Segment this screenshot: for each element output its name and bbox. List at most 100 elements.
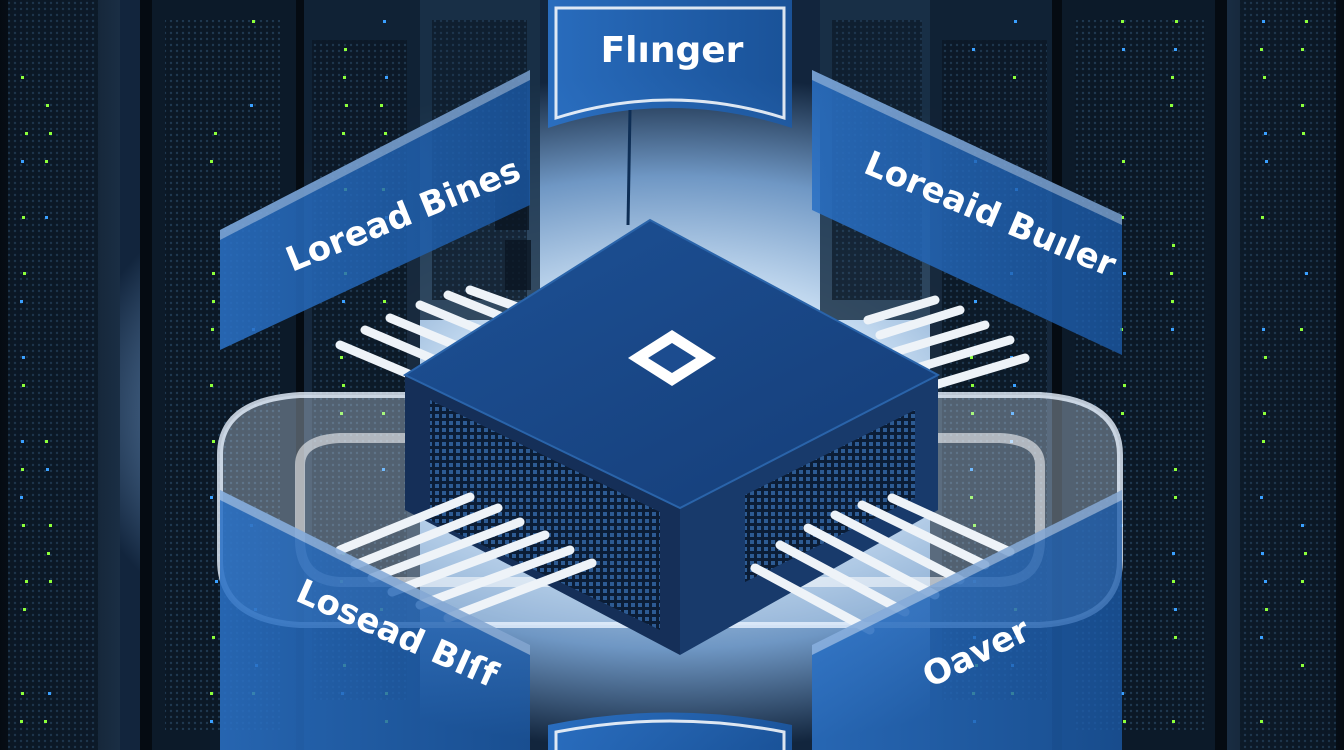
status-led <box>49 524 52 527</box>
lower-right-label-panel: Oaver <box>812 490 1122 750</box>
status-led <box>1263 412 1266 415</box>
status-led <box>342 300 345 303</box>
status-led <box>382 412 385 415</box>
status-led <box>340 412 343 415</box>
status-led <box>22 356 25 359</box>
status-led <box>1261 216 1264 219</box>
top-label: Flınger <box>601 30 744 71</box>
status-led <box>210 720 213 723</box>
status-led <box>1262 440 1265 443</box>
status-led <box>1123 720 1126 723</box>
status-led <box>1172 580 1175 583</box>
status-led <box>385 76 388 79</box>
status-led <box>1174 608 1177 611</box>
status-led <box>1014 20 1017 23</box>
top-label-banner: Flınger <box>548 0 792 226</box>
status-led <box>1174 496 1177 499</box>
status-led <box>1171 76 1174 79</box>
status-led <box>1260 720 1263 723</box>
status-led <box>1263 76 1266 79</box>
status-led <box>1260 48 1263 51</box>
status-led <box>210 496 213 499</box>
status-led <box>49 580 52 583</box>
status-led <box>1121 692 1124 695</box>
status-led <box>212 440 215 443</box>
status-led <box>971 384 974 387</box>
status-led <box>971 412 974 415</box>
central-processor-chip <box>335 218 1030 655</box>
status-led <box>340 356 343 359</box>
bottom-label-banner <box>548 712 792 750</box>
status-led <box>1264 132 1267 135</box>
status-led <box>1122 48 1125 51</box>
status-led <box>972 48 975 51</box>
status-led <box>25 132 28 135</box>
lower-left-label-panel: Losead BIſf <box>220 490 530 750</box>
status-led <box>1260 496 1263 499</box>
status-led <box>342 384 345 387</box>
status-led <box>21 440 24 443</box>
status-led <box>48 692 51 695</box>
status-led <box>21 692 24 695</box>
status-led <box>343 76 346 79</box>
status-led <box>1123 272 1126 275</box>
status-led <box>1175 20 1178 23</box>
status-led <box>21 468 24 471</box>
status-led <box>1174 636 1177 639</box>
status-led <box>21 76 24 79</box>
status-led <box>1262 20 1265 23</box>
status-led <box>1122 160 1125 163</box>
status-led <box>212 300 215 303</box>
status-led <box>250 104 253 107</box>
status-led <box>1170 272 1173 275</box>
status-led <box>383 300 386 303</box>
status-led <box>1301 580 1304 583</box>
status-led <box>974 300 977 303</box>
status-led <box>1013 76 1016 79</box>
status-led <box>23 608 26 611</box>
status-led <box>342 132 345 135</box>
status-led <box>1260 636 1263 639</box>
status-led <box>215 580 218 583</box>
status-led <box>1172 720 1175 723</box>
status-led <box>1172 552 1175 555</box>
status-led <box>45 440 48 443</box>
status-led <box>214 132 217 135</box>
status-led <box>210 692 213 695</box>
status-led <box>344 48 347 51</box>
status-led <box>345 104 348 107</box>
status-led <box>1301 48 1304 51</box>
status-led <box>1171 300 1174 303</box>
status-led <box>23 272 26 275</box>
status-led <box>1265 160 1268 163</box>
status-led <box>25 580 28 583</box>
status-led <box>46 104 49 107</box>
status-led <box>45 160 48 163</box>
status-led <box>970 356 973 359</box>
status-led <box>1121 216 1124 219</box>
status-led <box>21 160 24 163</box>
status-led <box>1305 272 1308 275</box>
status-led <box>1171 328 1174 331</box>
status-led <box>1302 132 1305 135</box>
status-led <box>970 468 973 471</box>
status-led <box>1123 384 1126 387</box>
status-led <box>212 272 215 275</box>
status-led <box>1262 328 1265 331</box>
status-led <box>46 468 49 471</box>
status-led <box>211 328 214 331</box>
status-led <box>1264 356 1267 359</box>
status-led <box>1264 580 1267 583</box>
status-led <box>384 132 387 135</box>
status-led <box>45 216 48 219</box>
status-led <box>1301 104 1304 107</box>
status-led <box>1301 664 1304 667</box>
status-led <box>20 300 23 303</box>
status-led <box>22 384 25 387</box>
status-led <box>252 20 255 23</box>
status-led <box>1170 104 1173 107</box>
status-led <box>20 720 23 723</box>
status-led <box>1304 552 1307 555</box>
status-led <box>973 524 976 527</box>
